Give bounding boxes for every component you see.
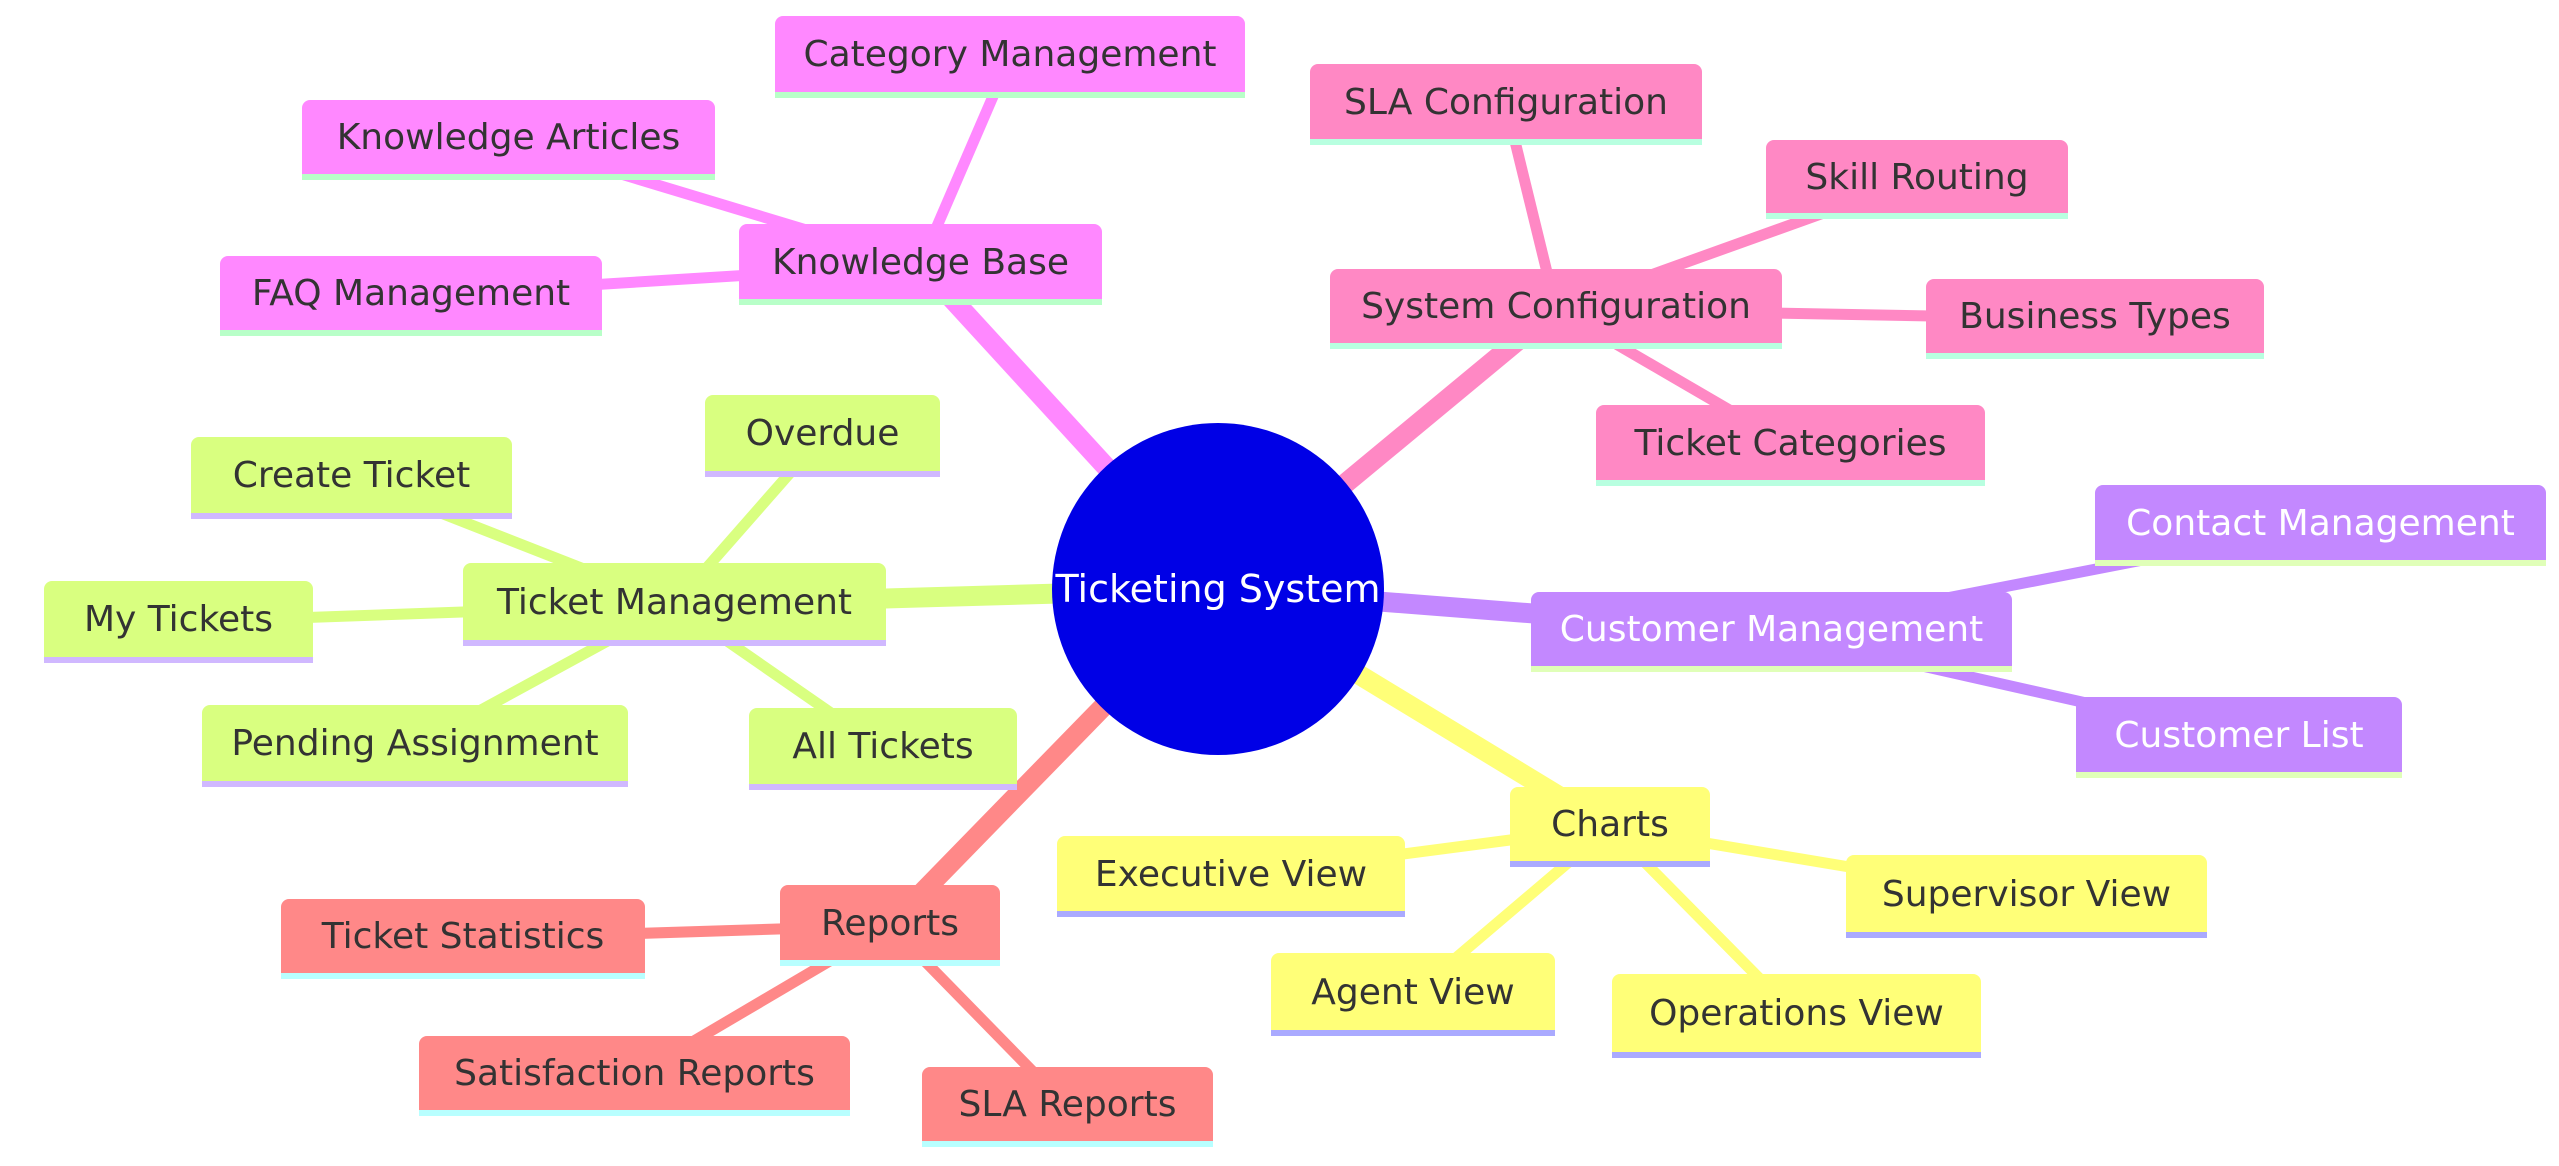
leaf-node-faq-management[interactable]: FAQ Management — [220, 256, 602, 336]
leaf-node-ticket-statistics[interactable]: Ticket Statistics — [281, 899, 645, 979]
node-underline — [1596, 480, 1985, 486]
node-underline — [780, 960, 1000, 966]
node-underline — [202, 781, 628, 787]
leaf-node-supervisor-view[interactable]: Supervisor View — [1846, 855, 2207, 938]
node-underline — [463, 640, 886, 646]
node-underline — [1510, 861, 1710, 867]
node-label: All Tickets — [792, 726, 974, 767]
branch-node-reports[interactable]: Reports — [780, 885, 1000, 966]
node-underline — [749, 784, 1017, 790]
node-label: SLA Configuration — [1344, 81, 1668, 123]
leaf-node-satisfaction-reports[interactable]: Satisfaction Reports — [419, 1036, 850, 1116]
node-label: SLA Reports — [958, 1084, 1177, 1125]
node-underline — [1330, 343, 1782, 349]
leaf-node-skill-routing[interactable]: Skill Routing — [1766, 140, 2068, 219]
leaf-node-sla-reports[interactable]: SLA Reports — [922, 1067, 1213, 1147]
node-underline — [2076, 772, 2402, 778]
node-underline — [44, 657, 313, 663]
leaf-node-create-ticket[interactable]: Create Ticket — [191, 437, 512, 519]
branch-node-system-configuration[interactable]: System Configuration — [1330, 269, 1782, 349]
node-label: Knowledge Articles — [336, 117, 681, 158]
branch-node-charts[interactable]: Charts — [1510, 787, 1710, 867]
node-underline — [1766, 213, 2068, 219]
node-label: Business Types — [1959, 296, 2231, 337]
node-label: Operations View — [1649, 993, 1944, 1034]
leaf-node-overdue[interactable]: Overdue — [705, 395, 940, 477]
node-underline — [1271, 1030, 1555, 1036]
node-label: Ticket Categories — [1634, 422, 1947, 464]
node-label: Pending Assignment — [231, 723, 599, 764]
node-label: Reports — [820, 902, 960, 944]
node-underline — [302, 174, 715, 180]
node-label: Supervisor View — [1881, 873, 2172, 915]
node-label: Contact Management — [2126, 502, 2515, 544]
leaf-node-all-tickets[interactable]: All Tickets — [749, 708, 1017, 790]
node-underline — [775, 92, 1245, 98]
node-underline — [922, 1141, 1213, 1147]
root-node-ticketing-system[interactable]: Ticketing System — [1052, 423, 1384, 755]
leaf-node-customer-list[interactable]: Customer List — [2076, 697, 2402, 778]
node-underline — [2095, 560, 2546, 566]
leaf-node-sla-configuration[interactable]: SLA Configuration — [1310, 64, 1702, 145]
node-underline — [739, 299, 1102, 305]
leaf-node-knowledge-articles[interactable]: Knowledge Articles — [302, 100, 715, 180]
leaf-node-operations-view[interactable]: Operations View — [1612, 974, 1981, 1058]
node-underline — [705, 471, 940, 477]
node-label: Ticket Management — [496, 581, 853, 623]
node-label: Customer Management — [1559, 609, 1984, 650]
node-label: Customer List — [2114, 714, 2364, 756]
branch-node-ticket-management[interactable]: Ticket Management — [463, 563, 886, 646]
node-label: Create Ticket — [232, 455, 471, 496]
leaf-node-category-management[interactable]: Category Management — [775, 16, 1245, 98]
node-label: Ticket Statistics — [321, 916, 605, 957]
leaf-node-ticket-categories[interactable]: Ticket Categories — [1596, 405, 1985, 486]
node-underline — [419, 1110, 850, 1116]
root-node-label: Ticketing System — [1055, 567, 1381, 611]
node-label: Skill Routing — [1805, 156, 2029, 198]
branch-node-knowledge-base[interactable]: Knowledge Base — [739, 224, 1102, 305]
node-label: FAQ Management — [251, 273, 571, 314]
node-label: My Tickets — [83, 599, 274, 640]
node-underline — [220, 330, 602, 336]
leaf-node-my-tickets[interactable]: My Tickets — [44, 581, 313, 663]
node-underline — [1846, 932, 2207, 938]
node-label: System Configuration — [1361, 286, 1751, 327]
node-label: Agent View — [1311, 971, 1515, 1013]
node-underline — [1926, 353, 2264, 359]
node-underline — [1612, 1052, 1981, 1058]
leaf-node-business-types[interactable]: Business Types — [1926, 279, 2264, 359]
node-label: Category Management — [803, 34, 1217, 75]
node-label: Charts — [1551, 804, 1669, 845]
node-label: Executive View — [1094, 853, 1368, 895]
node-underline — [281, 973, 645, 979]
node-underline — [1531, 666, 2012, 672]
node-label: Knowledge Base — [772, 241, 1069, 283]
node-underline — [1057, 911, 1405, 917]
node-underline — [191, 513, 512, 519]
leaf-node-contact-management[interactable]: Contact Management — [2095, 485, 2546, 566]
leaf-node-executive-view[interactable]: Executive View — [1057, 836, 1405, 917]
node-underline — [1310, 139, 1702, 145]
node-label: Satisfaction Reports — [454, 1053, 815, 1094]
branch-node-customer-management[interactable]: Customer Management — [1531, 592, 2012, 672]
node-label: Overdue — [745, 413, 900, 454]
leaf-node-pending-assignment[interactable]: Pending Assignment — [202, 705, 628, 787]
leaf-node-agent-view[interactable]: Agent View — [1271, 953, 1555, 1036]
